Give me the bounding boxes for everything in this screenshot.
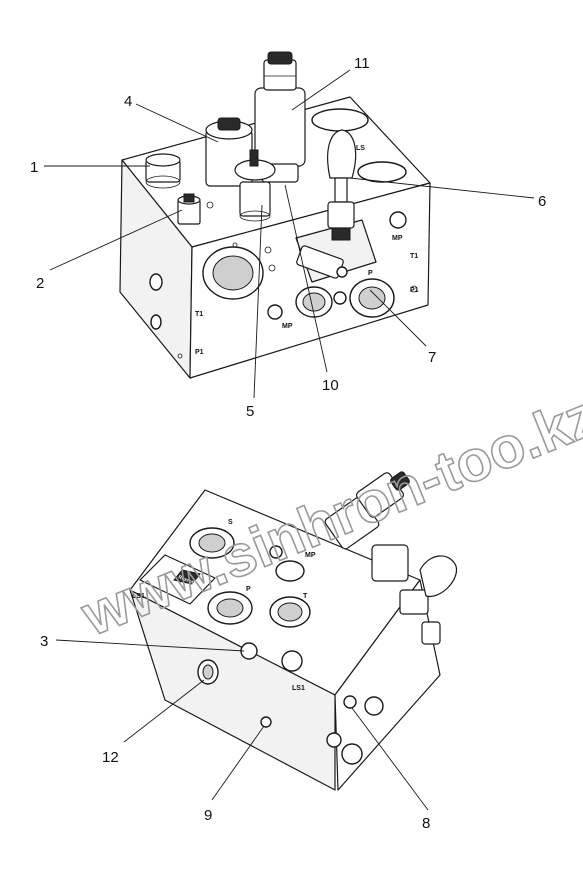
port-s-inner	[198, 533, 226, 553]
callout-11: 11	[354, 55, 370, 72]
component-8-plug	[343, 695, 357, 709]
top-port-large-inner	[212, 255, 254, 291]
callout-5: 5	[246, 403, 254, 420]
bottom-block-left-face	[129, 589, 336, 791]
component-1-plug	[145, 153, 181, 189]
label-mp-front: MP	[282, 323, 293, 330]
bolt-hole	[206, 201, 214, 209]
label-ls1-left: LS1	[132, 593, 145, 600]
component-12-port-inner	[202, 664, 214, 680]
bolt-hole	[410, 285, 418, 293]
right-port-1	[364, 696, 384, 716]
top-port-right-inner	[358, 286, 386, 310]
callout-3: 3	[40, 633, 48, 650]
label-p1-right: P1	[410, 287, 419, 294]
port-small-1	[269, 545, 283, 559]
right-port-3	[341, 743, 363, 765]
label-t1-left: T1	[195, 311, 203, 318]
bolt-hole	[264, 246, 272, 254]
bottom-block-right-face	[334, 579, 441, 791]
label-t: T	[303, 593, 308, 600]
callout-1: 1	[30, 159, 38, 176]
label-t1-right: T1	[410, 253, 418, 260]
label-s: S	[228, 519, 233, 526]
port-small-2	[281, 650, 303, 672]
bolt-hole	[177, 353, 183, 359]
callout-10: 10	[322, 377, 339, 394]
component-5-valve	[234, 149, 276, 222]
port-p-inner	[216, 598, 244, 618]
leader-lines	[44, 69, 535, 811]
top-port-mid-inner	[302, 292, 326, 312]
label-mp-right: MP	[392, 235, 403, 242]
bottom-valve-block: Rexroth S MP P T LS1 LS1	[129, 471, 458, 791]
component-9-plug	[260, 716, 272, 728]
component-2-fitting	[177, 193, 201, 225]
top-components	[145, 51, 377, 305]
callout-7: 7	[428, 349, 436, 366]
callout-6: 6	[538, 193, 546, 210]
bottom-mounted-valves	[324, 471, 458, 645]
left-port-2	[150, 314, 162, 330]
bolt-hole	[232, 242, 238, 248]
callout-2: 2	[36, 275, 44, 292]
callout-8: 8	[422, 815, 430, 832]
bolt-hole	[268, 264, 276, 272]
label-p: P	[246, 586, 251, 593]
callout-4: 4	[124, 93, 132, 110]
label-ls1-front: LS1	[292, 685, 305, 692]
top-face-port-front	[357, 161, 407, 183]
label-p1-left: P1	[195, 349, 204, 356]
component-10-lever	[295, 219, 377, 305]
callout-9: 9	[204, 807, 212, 824]
port-mp	[275, 560, 305, 582]
callout-12: 12	[102, 749, 119, 766]
top-port-small	[267, 304, 283, 320]
callout-numbers: 1 2 4 5 6 7 10 11 3 8 9 12	[30, 55, 546, 832]
label-ls-top: LS	[356, 145, 365, 152]
top-port-mp	[389, 211, 407, 229]
left-port-1	[149, 273, 163, 291]
label-p-valve: P	[368, 270, 373, 277]
label-mp: MP	[305, 552, 316, 559]
port-t-inner	[277, 602, 303, 622]
top-face-port-back	[311, 108, 369, 132]
component-6-handle	[327, 129, 357, 241]
right-port-2	[326, 732, 342, 748]
nameplate: Rexroth	[139, 554, 216, 605]
